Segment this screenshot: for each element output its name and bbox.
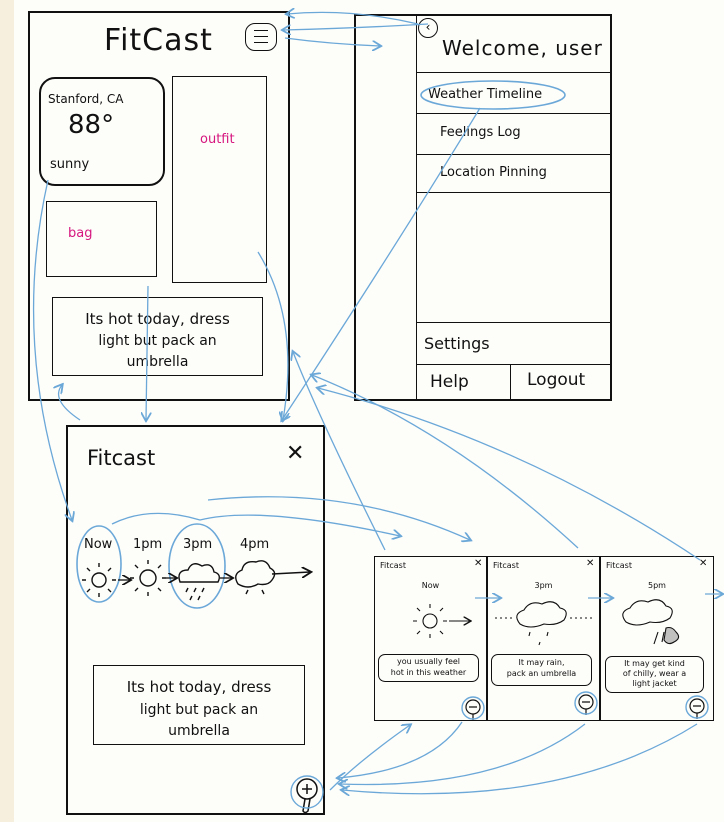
weather-card[interactable] xyxy=(39,77,165,186)
menu-item-feelings-log[interactable]: Feelings Log xyxy=(440,125,521,140)
detail-message-line: It may rain, xyxy=(518,658,565,667)
menu-help[interactable]: Help xyxy=(430,372,469,392)
menu-logout[interactable]: Logout xyxy=(527,370,586,390)
menu-settings[interactable]: Settings xyxy=(424,334,490,353)
app-title: FitCast xyxy=(104,23,213,58)
timeline-message-line-3: umbrella xyxy=(168,723,230,739)
location-label: Stanford, CA xyxy=(48,92,124,106)
close-x-icon[interactable]: ✕ xyxy=(474,558,483,569)
home-message-line-3: umbrella xyxy=(126,354,189,370)
timeline-message-box xyxy=(93,665,305,745)
close-x-icon[interactable]: ✕ xyxy=(699,558,708,569)
outfit-label: outfit xyxy=(200,132,235,147)
detail-message-line: of chilly, wear a xyxy=(622,669,687,678)
temperature-label: 88° xyxy=(68,110,115,140)
timeline-screen xyxy=(66,425,325,815)
time-label-3pm[interactable]: 3pm xyxy=(183,537,213,552)
detail-title: Fitcast xyxy=(606,561,632,570)
detail-message-box xyxy=(378,654,479,682)
outfit-panel[interactable] xyxy=(172,76,267,283)
menu-greeting: Welcome, user xyxy=(442,36,603,60)
detail-message-box xyxy=(491,654,592,686)
menu-footer-divider xyxy=(510,364,511,401)
timeline-message-line-2: light but pack an xyxy=(139,702,259,718)
detail-title: Fitcast xyxy=(493,561,519,570)
menu-row-divider xyxy=(416,192,612,193)
bag-label: bag xyxy=(68,226,93,241)
bag-panel[interactable] xyxy=(46,201,157,277)
menu-item-weather-timeline[interactable]: Weather Timeline xyxy=(428,87,543,102)
detail-message-box xyxy=(605,656,704,693)
timeline-message-line-1: Its hot today, dress xyxy=(126,678,272,696)
menu-row-divider xyxy=(416,72,612,73)
detail-time: 5pm xyxy=(648,581,666,590)
home-message-line-1: Its hot today, dress xyxy=(85,310,230,328)
detail-time: Now xyxy=(421,581,440,590)
time-label-4pm[interactable]: 4pm xyxy=(240,537,270,552)
detail-message-line: you usually feel xyxy=(396,657,461,666)
detail-message-line: hot in this weather xyxy=(390,668,467,677)
close-x-icon[interactable]: ✕ xyxy=(286,441,305,466)
hamburger-menu-icon[interactable] xyxy=(245,23,277,51)
time-label-1pm[interactable]: 1pm xyxy=(133,537,163,552)
close-x-icon[interactable]: ✕ xyxy=(586,558,595,569)
detail-title: Fitcast xyxy=(380,561,406,570)
detail-message-line: pack an umbrella xyxy=(506,669,577,678)
menu-row-divider xyxy=(416,322,612,323)
menu-row-divider xyxy=(416,364,612,365)
detail-message-line: light jacket xyxy=(632,679,677,688)
condition-label: sunny xyxy=(50,157,90,172)
time-label-now[interactable]: Now xyxy=(84,537,113,552)
menu-item-location-pinning[interactable]: Location Pinning xyxy=(440,165,547,180)
chevron-left-icon[interactable]: ‹ xyxy=(418,18,438,38)
detail-message-line: It may get kind xyxy=(624,659,685,668)
home-message-line-2: light but pack an xyxy=(98,333,217,349)
detail-time: 3pm xyxy=(534,581,553,590)
menu-row-divider xyxy=(416,154,612,155)
menu-row-divider xyxy=(416,113,612,114)
timeline-title: Fitcast xyxy=(87,446,156,470)
